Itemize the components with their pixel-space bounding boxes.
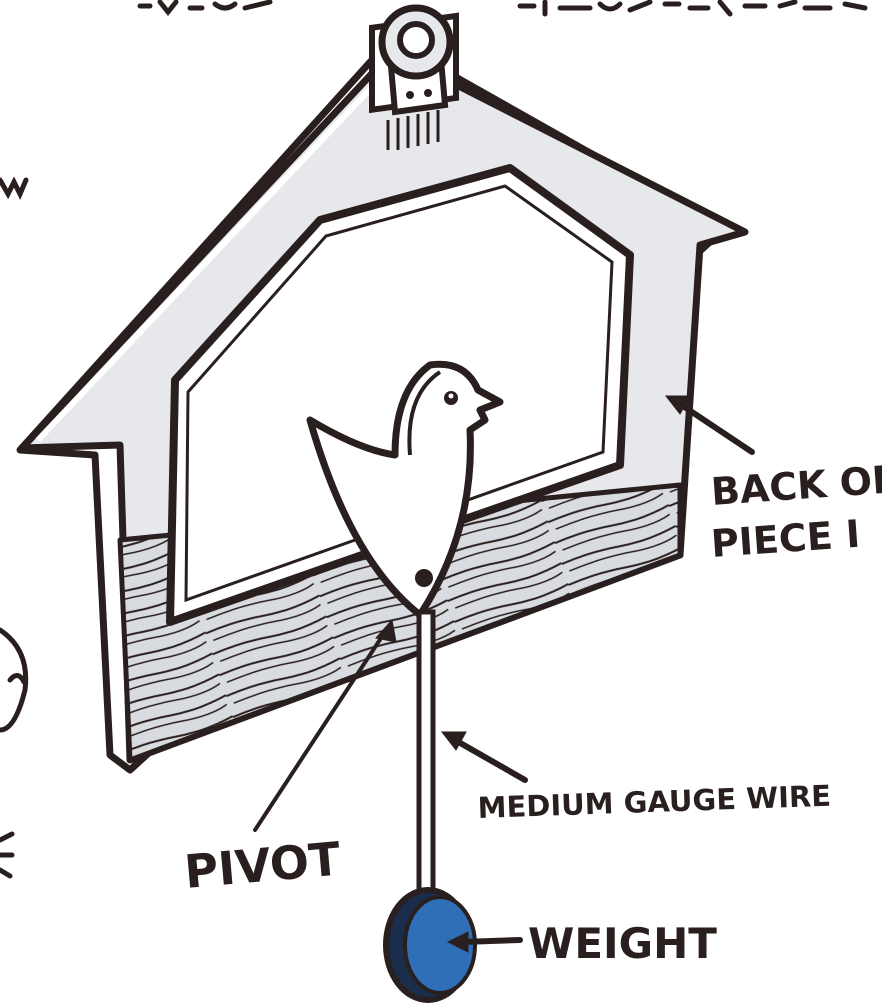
cropped-top-text [137,0,868,17]
label-pivot: PIVOT [182,832,343,899]
pendulum-weight [383,887,477,1003]
bird-figure [306,360,504,619]
cropped-left-marks [0,176,29,879]
label-back-of-piece-line2: PIECE I [710,512,862,566]
hanger-clip [369,4,459,150]
label-medium-gauge-wire: MEDIUM GAUGE WIRE [477,779,832,825]
label-back-of-piece-line1: BACK OF [710,457,882,514]
pointer-arrows [253,395,755,953]
pendulum-wire [416,609,436,900]
birdhouse-frame [16,36,749,774]
label-weight: WEIGHT [528,919,717,968]
